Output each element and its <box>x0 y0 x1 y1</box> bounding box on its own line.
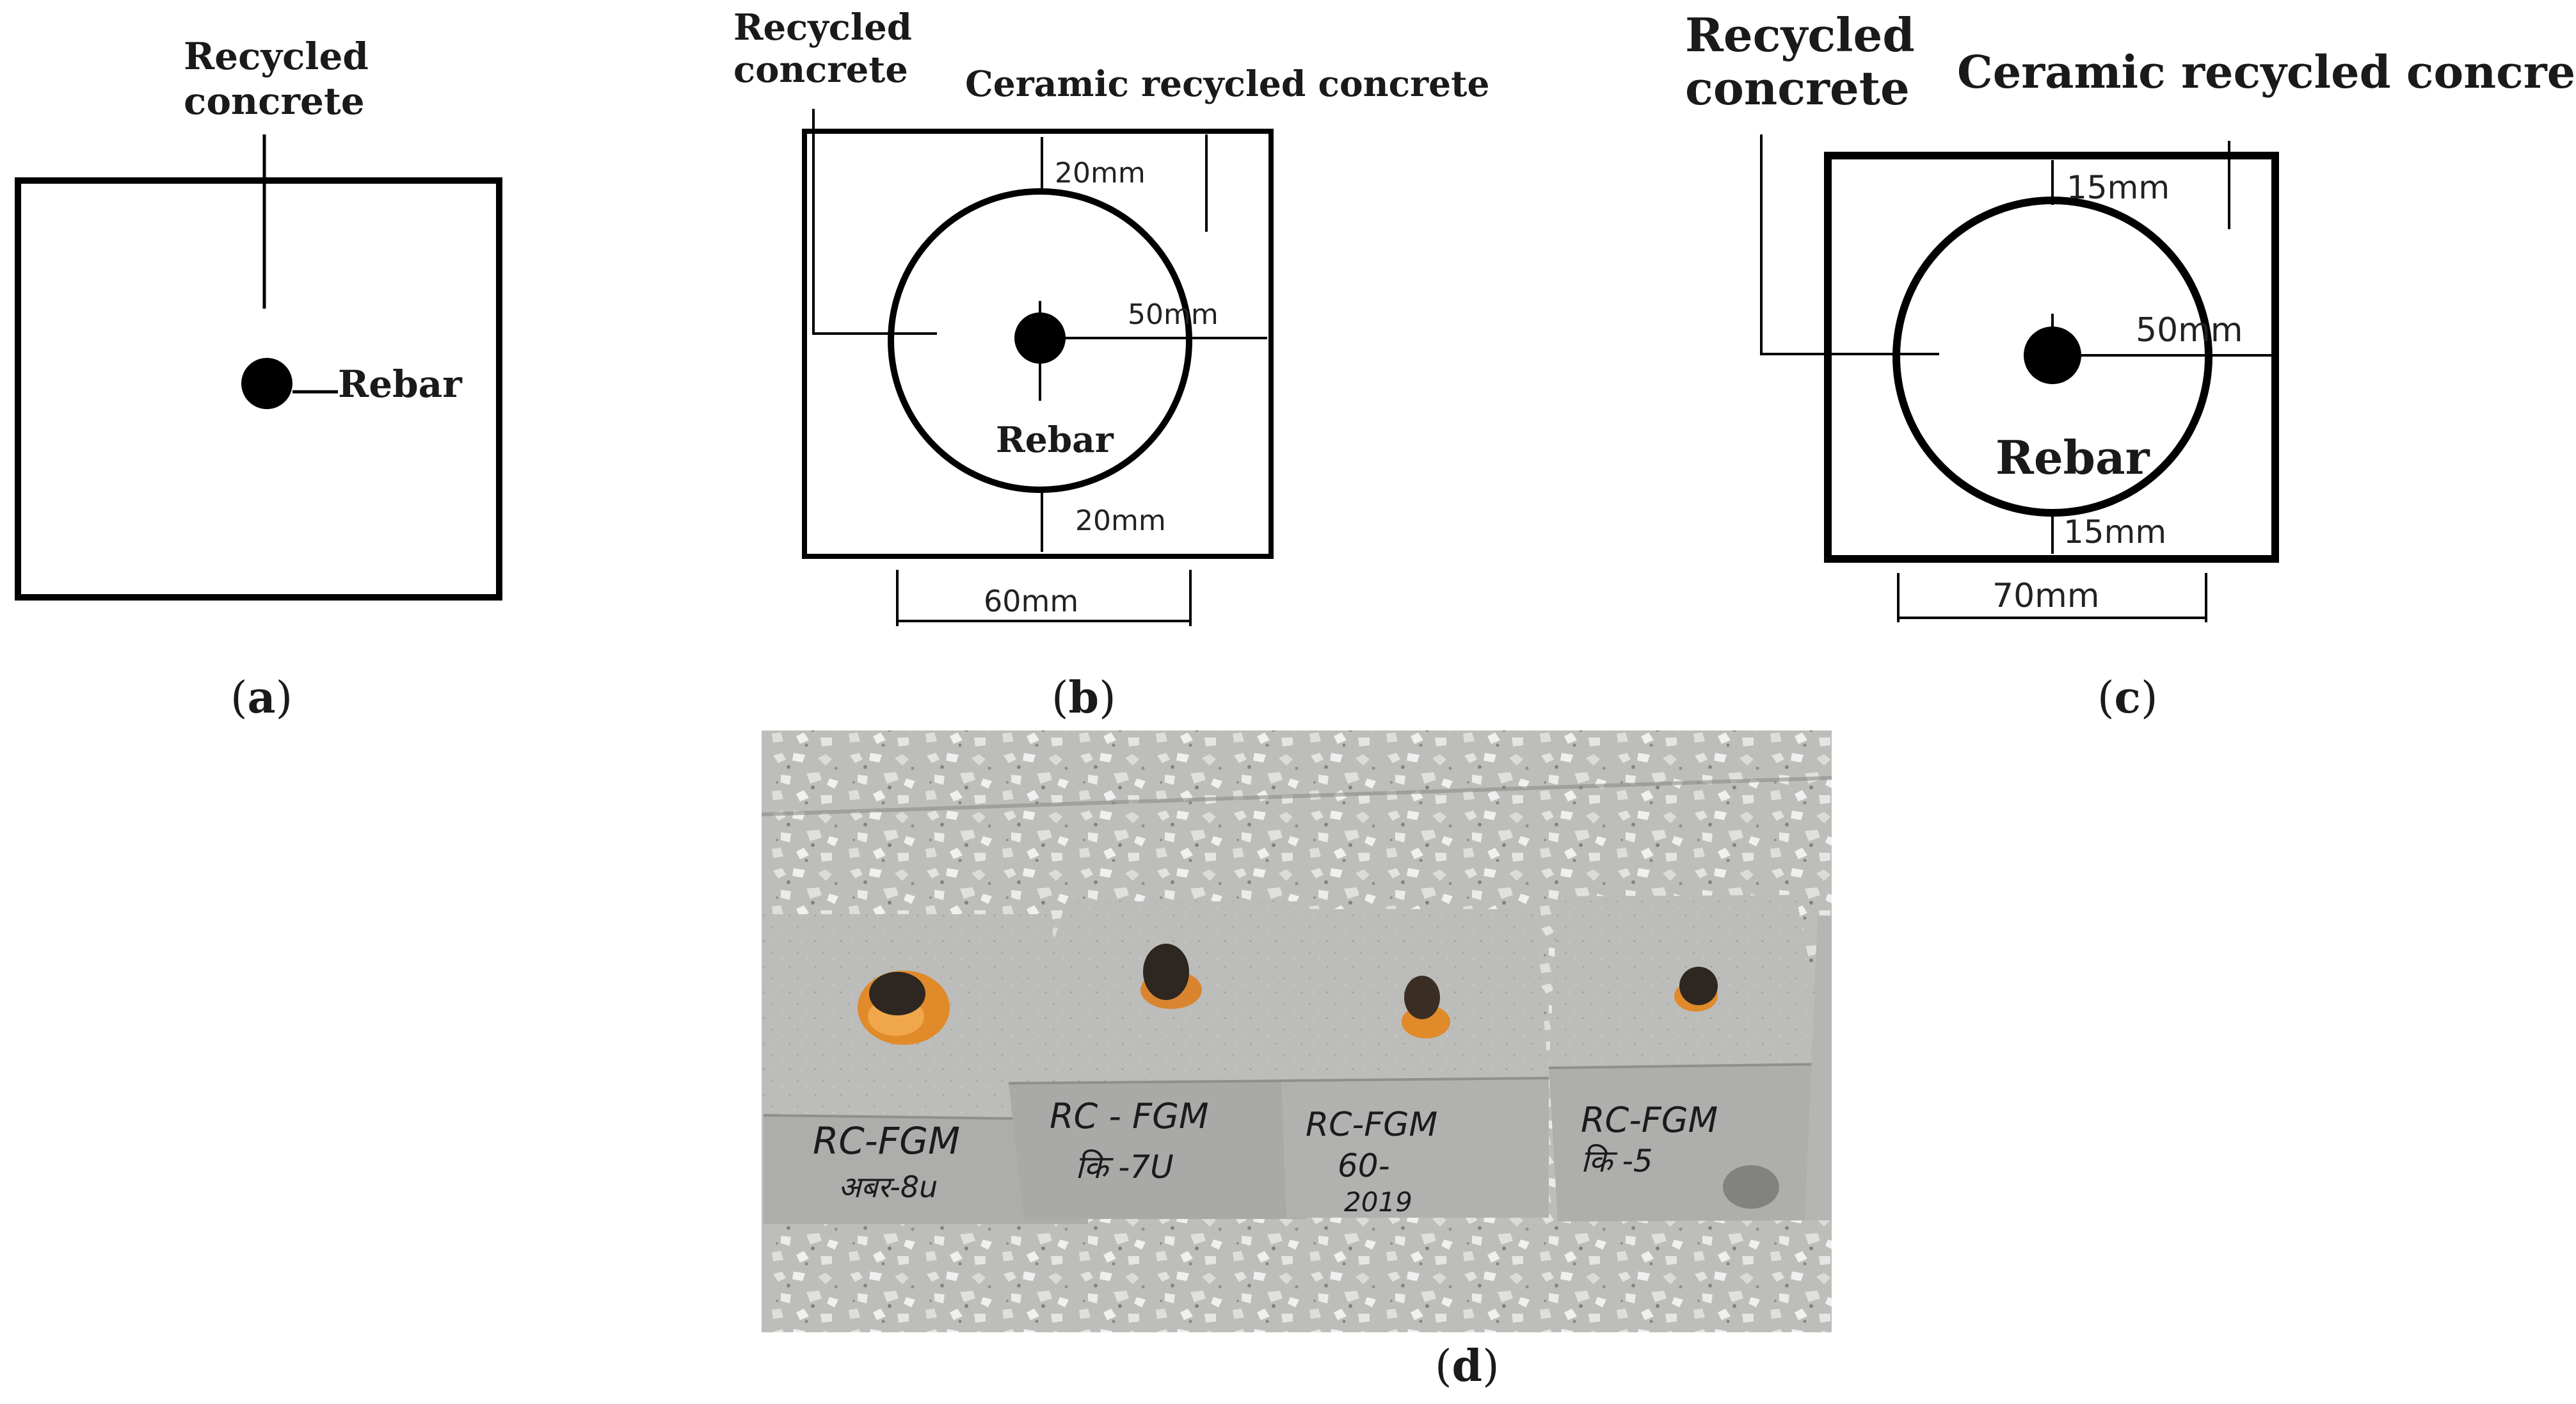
label-recycled-concrete-line2: concrete <box>1685 61 1910 115</box>
rebar-stub <box>1404 976 1440 1019</box>
specimen-block-4: RC-FGM कि -5 <box>1548 895 1832 1222</box>
panel-c-graded-specimen-70mm: Recycled concrete Ceramic recycled concr… <box>1685 8 2576 723</box>
caption-c: (c) <box>2097 672 2157 723</box>
specimen-label-line2: कि -7U <box>1075 1149 1174 1186</box>
specimen-label-line2: 60- <box>1338 1147 1390 1184</box>
floor-joint <box>761 776 1832 816</box>
rebar-dot <box>241 358 292 409</box>
specimen-outline <box>15 177 502 601</box>
specimen-label-line1: RC - FGM <box>1050 1096 1209 1136</box>
dimension-core-width: 60mm <box>984 584 1078 618</box>
block-edge <box>1548 1063 1830 1069</box>
dimension-core-radius: 50mm <box>2136 311 2243 350</box>
specimen-label-line1: RC-FGM <box>813 1119 960 1163</box>
dimension-top-cover: 20mm <box>1055 157 1146 190</box>
dimension-core-width: 70mm <box>1992 577 2099 615</box>
block-front-face <box>1549 1064 1832 1222</box>
panel-a-plain-recycled-concrete: Recycled concrete Rebar (a) <box>15 35 502 723</box>
dimension-core-radius: 50mm <box>1128 298 1219 331</box>
rebar-stub <box>1143 944 1189 1000</box>
label-recycled-concrete-line2: concrete <box>733 49 908 91</box>
specimen-label-line3: 2019 <box>1344 1186 1412 1218</box>
specimen-block-3: RC-FGM 60- 2019 <box>1281 909 1549 1218</box>
panel-d-specimen-photo: RC-FGM अबर-8u RC - FGM कि -7U RC-FGM 60-… <box>761 730 1832 1392</box>
dark-mark <box>1723 1165 1779 1209</box>
caption-b: (b) <box>1052 672 1116 723</box>
specimen-block-2: RC - FGM कि -7U <box>1008 901 1306 1219</box>
label-ceramic-recycled-concrete: Ceramic recycled concrete <box>965 63 1490 104</box>
ceramic-core-ring <box>888 188 1192 493</box>
rebar-stub <box>1679 967 1718 1005</box>
label-rebar: Rebar <box>338 362 463 406</box>
dimension-bottom-cover: 15mm <box>2063 513 2166 551</box>
label-rebar: Rebar <box>996 419 1114 460</box>
partial-block-edge <box>1805 916 1832 1220</box>
specimen-block-1: RC-FGM अबर-8u <box>763 914 1088 1224</box>
dimension-bottom-cover: 20mm <box>1075 504 1166 537</box>
block-edge <box>1008 1079 1306 1085</box>
leader-recycled-concrete <box>812 109 934 335</box>
caption-a: (a) <box>230 672 292 723</box>
label-rebar: Rebar <box>1996 430 2150 485</box>
rebar-stub <box>869 972 925 1015</box>
block-front-face <box>1281 1078 1549 1218</box>
label-recycled-concrete-line1: Recycled <box>184 35 369 78</box>
block-edge <box>763 1114 1058 1120</box>
leader-recycled-concrete <box>1760 134 1939 355</box>
label-recycled-concrete-line1: Recycled <box>1685 8 1915 62</box>
caption-d: (d) <box>1435 1341 1500 1392</box>
label-ceramic-recycled-concrete: Ceramic recycled concrete <box>1957 45 2576 99</box>
block-front-face <box>764 1115 1088 1224</box>
specimen-label-line2: अबर-8u <box>838 1170 938 1204</box>
block-edge <box>1281 1077 1549 1082</box>
specimen-label-line1: RC-FGM <box>1581 1100 1718 1140</box>
dimension-top-cover: 15mm <box>2067 169 2170 206</box>
specimen-label-line2: कि -5 <box>1581 1143 1652 1179</box>
label-recycled-concrete-line2: concrete <box>184 79 365 123</box>
specimen-outline <box>802 129 1274 559</box>
panel-b-graded-specimen-60mm: Recycled concrete Ceramic recycled concr… <box>733 6 1490 723</box>
label-recycled-concrete-line1: Recycled <box>733 6 912 49</box>
specimen-label-line1: RC-FGM <box>1306 1106 1437 1144</box>
block-front-face <box>1009 1081 1306 1219</box>
specimen-outline <box>1824 152 2279 563</box>
